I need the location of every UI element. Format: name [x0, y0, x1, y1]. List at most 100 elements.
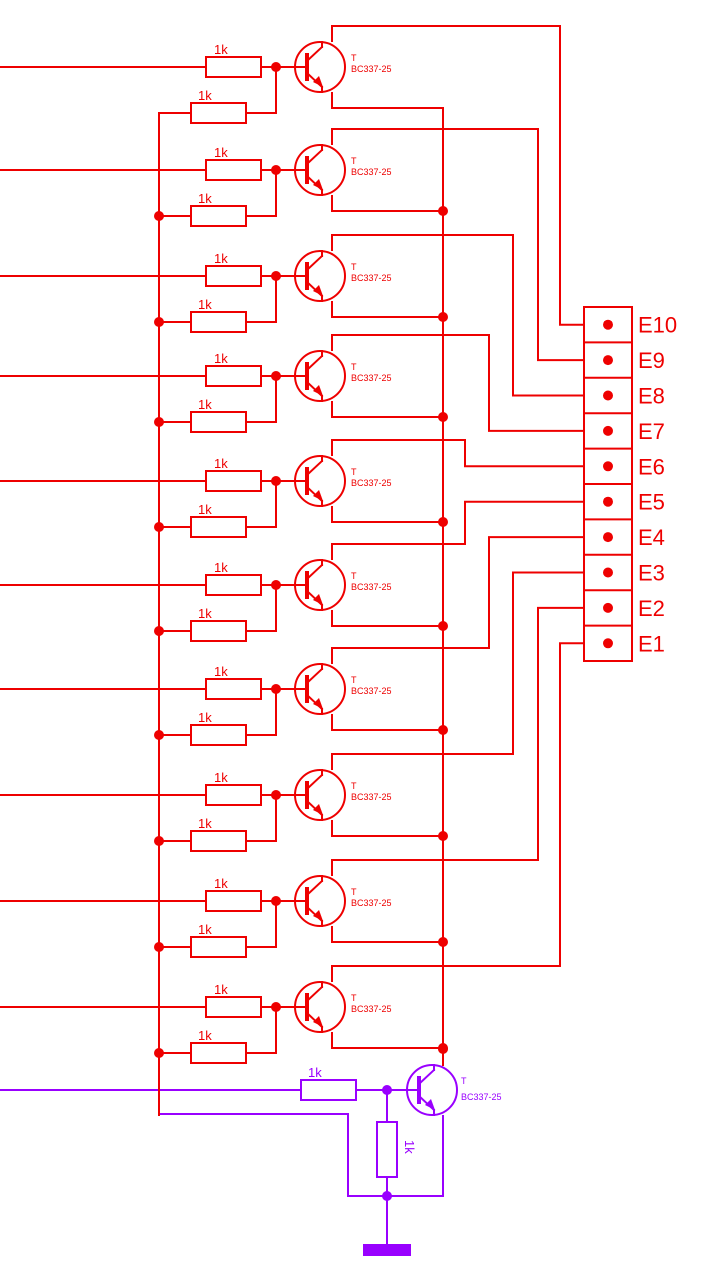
stage-10-pulldown-resistor	[190, 1042, 247, 1064]
stage-2-pulldown-wire	[246, 170, 277, 217]
stage-2-base-resistor-label: 1k	[214, 145, 228, 160]
stage-8-emitter-wire	[331, 820, 443, 837]
stage-9-base-resistor	[205, 890, 262, 912]
stage-10-base-resistor	[205, 996, 262, 1018]
stage-6-collector-wire	[331, 500, 586, 560]
stage-3-pulldown-wire	[246, 276, 277, 323]
stage-3-pulldown-resistor-label: 1k	[198, 297, 212, 312]
stage-1-transistor-body	[294, 41, 346, 93]
stage-8-transistor-body	[294, 769, 346, 821]
stage-7-collector-leg	[305, 667, 324, 685]
stage-10-collector-leg	[305, 985, 324, 1003]
connector-pin	[603, 461, 613, 472]
control-base-resistor	[300, 1079, 357, 1101]
connector-pin-label: E5	[638, 490, 665, 515]
stage-7-emitter-wire	[331, 714, 443, 731]
stage-5-pulldown-resistor-label: 1k	[198, 502, 212, 517]
switch-stages: 1k1kTBC337-251k1kTBC337-251k1kTBC337-251…	[0, 25, 586, 1064]
stage-10-pulldown-resistor-label: 1k	[198, 1028, 212, 1043]
connector-pin	[603, 532, 613, 543]
connector-pin	[603, 638, 613, 649]
emitter-bus-bottom-node	[438, 1044, 448, 1054]
control-transistor-body	[406, 1064, 458, 1116]
ground-symbol	[363, 1244, 411, 1256]
stage-4-collector-wire	[331, 334, 586, 432]
connector-pin	[603, 355, 613, 366]
stage-1-base-resistor	[205, 56, 262, 78]
stage-3-pulldown-resistor	[190, 311, 247, 333]
stage-5-pulldown-resistor	[190, 516, 247, 538]
stage-7-transistor-label: BC337-25	[351, 686, 392, 696]
stage-1-collector-wire	[331, 25, 586, 326]
stage-2-transistor-prefix: T	[351, 156, 357, 166]
connector-pin	[603, 390, 613, 401]
bus-lines	[158, 107, 448, 1116]
control-base-resistor-label: 1k	[308, 1065, 322, 1080]
stage-3-transistor-label: BC337-25	[351, 273, 392, 283]
stage-8-transistor-prefix: T	[351, 781, 357, 791]
stage-6-pulldown-resistor-label: 1k	[198, 606, 212, 621]
stage-10-transistor-body	[294, 981, 346, 1033]
stage-1-collector-leg	[305, 45, 324, 63]
stage-2-collector-wire	[331, 128, 586, 362]
stage-4-pulldown-resistor-label: 1k	[198, 397, 212, 412]
stage-9-collector-leg	[305, 879, 324, 897]
stage-9-collector-wire	[331, 606, 586, 876]
connector-pin-label: E8	[638, 384, 665, 409]
stage-4-emitter-arrow	[313, 385, 323, 396]
connector-pin-label: E4	[638, 525, 665, 550]
stage-5-transistor-body	[294, 455, 346, 507]
stage-10-collector-wire	[331, 642, 586, 982]
stage-5-transistor-prefix: T	[351, 467, 357, 477]
stage-4-transistor-label: BC337-25	[351, 373, 392, 383]
stage-10-emitter-wire	[331, 1032, 443, 1049]
stage-10-transistor-prefix: T	[351, 993, 357, 1003]
connector-pin	[603, 602, 613, 613]
stage-10-base-resistor-label: 1k	[214, 982, 228, 997]
control-pulldown-resistor	[376, 1121, 398, 1178]
stage-4-pulldown-resistor	[190, 411, 247, 433]
stage-6-collector-leg	[305, 563, 324, 581]
stage-8-base-resistor-label: 1k	[214, 770, 228, 785]
stage-2-emitter-wire	[331, 195, 443, 212]
control-emitter-arrow	[425, 1099, 435, 1110]
stage-7-transistor-prefix: T	[351, 675, 357, 685]
stage-2-pulldown-resistor-label: 1k	[198, 191, 212, 206]
stage-4-collector-leg	[305, 354, 324, 372]
stage-8-transistor-label: BC337-25	[351, 792, 392, 802]
stage-2-pulldown-resistor	[190, 205, 247, 227]
control-transistor-prefix: T	[461, 1076, 467, 1086]
stage-6-pulldown-wire	[246, 585, 277, 632]
stage-6-base-resistor	[205, 574, 262, 596]
stage-1-pulldown-wire	[246, 67, 277, 114]
stage-4-transistor-body	[294, 350, 346, 402]
connector-pin-label: E1	[638, 631, 665, 656]
stage-8-pulldown-resistor-label: 1k	[198, 816, 212, 831]
stage-3-collector-wire	[331, 234, 586, 397]
stage-7-collector-wire	[331, 536, 586, 664]
stage-1-emitter-arrow	[313, 76, 323, 87]
stage-5-base-resistor	[205, 470, 262, 492]
stage-7-pulldown-resistor	[190, 724, 247, 746]
stage-5-collector-leg	[305, 459, 324, 477]
stage-2-transistor-label: BC337-25	[351, 167, 392, 177]
stage-10-transistor-label: BC337-25	[351, 1004, 392, 1014]
stage-1-transistor-prefix: T	[351, 53, 357, 63]
stage-7-emitter-arrow	[313, 698, 323, 709]
stage-3-base-resistor	[205, 265, 262, 287]
connector-pin-label: E10	[638, 313, 677, 338]
stage-8-pulldown-resistor	[190, 830, 247, 852]
stage-8-base-resistor	[205, 784, 262, 806]
connector-pin-label: E6	[638, 454, 665, 479]
stage-4-base-resistor	[205, 365, 262, 387]
